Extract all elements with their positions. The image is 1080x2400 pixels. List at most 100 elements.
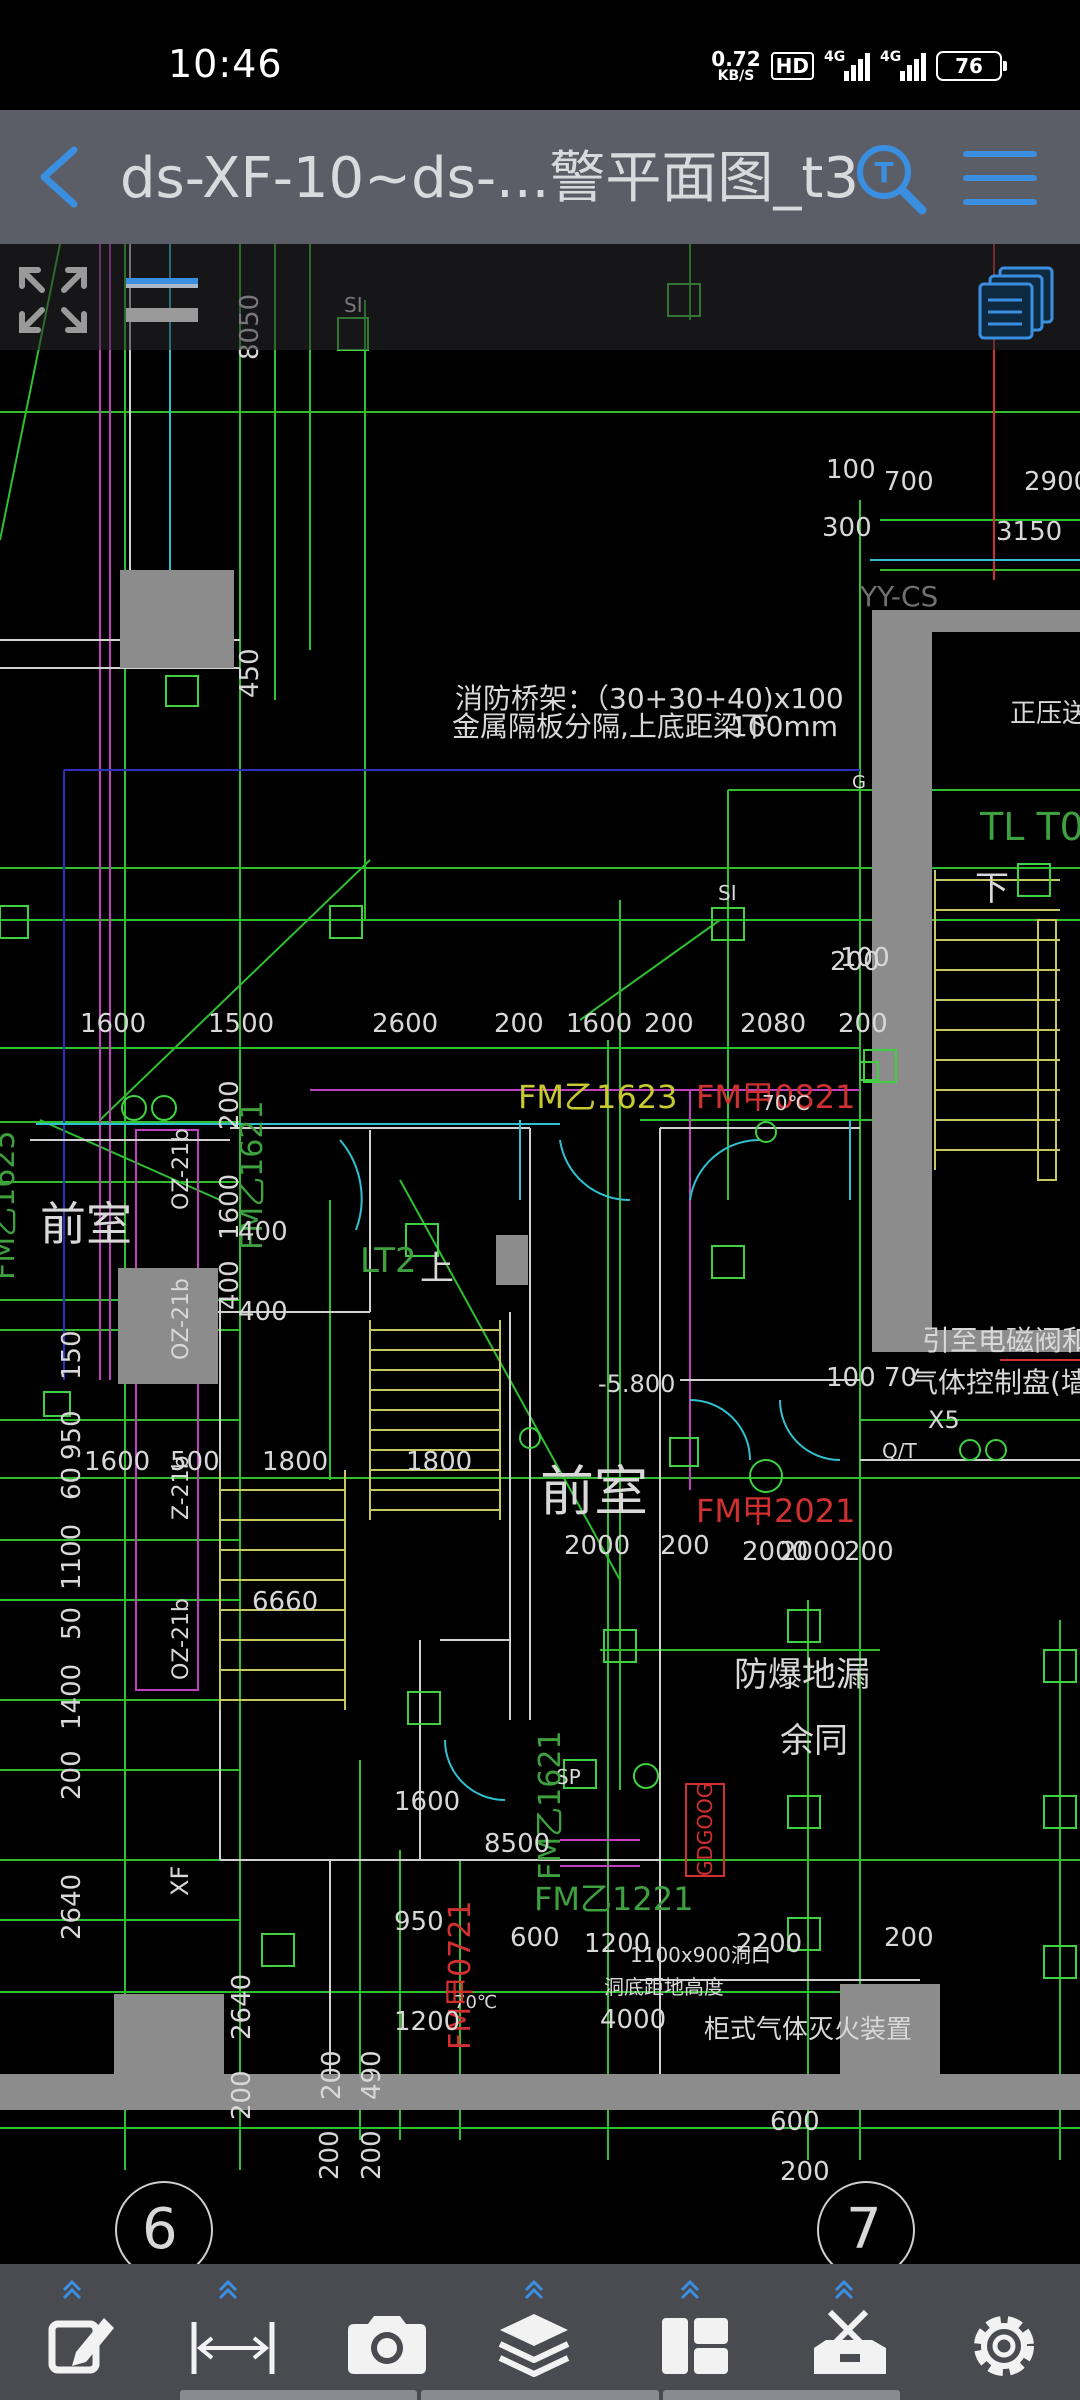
door-fmz1623: FM乙1623 (518, 1078, 677, 1116)
dimension-label: 2900 (1024, 467, 1080, 497)
dimension-label: 100 (826, 455, 876, 485)
layers-button[interactable] (480, 2264, 600, 2400)
explosion-drain-line1: 防爆地漏 (734, 1655, 870, 1695)
dimension-label: 2000 (780, 1537, 846, 1567)
layout-panels-button[interactable] (636, 2264, 756, 2400)
down-label: 下 (975, 869, 1009, 909)
dimension-label: 200 (227, 2070, 257, 2120)
layers-icon (498, 2279, 570, 2377)
dimension-label: 200 (844, 1537, 894, 1567)
dimension-label: 1800 (262, 1447, 328, 1477)
camera-button[interactable] (326, 2264, 446, 2400)
door-fmz1625: FM乙1625 (0, 1131, 22, 1281)
hole-label-line2: 洞底距地高度 (604, 1975, 724, 1999)
lt2-label: LT2 (360, 1241, 417, 1281)
temp-label-bottom: 70℃ (454, 1992, 497, 2013)
gdg-label: GDGOOG (693, 1783, 717, 1876)
dimension-label: 200 (830, 947, 880, 977)
dimension-label: 200 (317, 2050, 347, 2100)
dimension-label: 1200 (584, 1929, 650, 1959)
hamburger-menu-icon (963, 151, 1037, 205)
anteroom-left: 前室 (40, 1197, 132, 1251)
dimension-label: 2080 (740, 1009, 806, 1039)
dimension-label: 200 (780, 2157, 830, 2187)
xf-label: XF (166, 1866, 194, 1896)
layer-toggle-icon (126, 278, 198, 322)
dimension-label: 1600 (84, 1447, 150, 1477)
back-button[interactable] (28, 140, 98, 214)
network-speed: 0.72 KB/S (711, 49, 760, 83)
signal-2-label: 4G (880, 49, 902, 65)
explosion-drain-line2: 余同 (780, 1721, 848, 1761)
gas-cabinet-label: 柜式气体灭火装置 (704, 2015, 912, 2045)
edit-annotate-button[interactable] (18, 2264, 138, 2400)
dimension-label: 70 (884, 1363, 917, 1393)
dimension-label: 450 (235, 648, 265, 698)
si-label-2: SI (718, 881, 737, 905)
dimension-label: 490 (357, 2050, 387, 2100)
tray-label-line2: 金属隔板分隔,上底距梁下 (452, 710, 769, 743)
net-speed-unit: KB/S (717, 68, 755, 84)
dimension-label: 400 (215, 1260, 245, 1310)
dimension-label: 600 (510, 1923, 560, 1953)
dimension-label: 600 (770, 2107, 820, 2137)
cad-drawing-canvas[interactable]: 消防桥架：（30+30+40)x100 金属隔板分隔,上底距梁下 100mm Y… (0, 244, 1080, 2264)
menu-button[interactable] (962, 146, 1038, 210)
dimension-label: 2000 (742, 1537, 808, 1567)
sheets-button[interactable] (976, 260, 1064, 342)
dimension-label: 50 (57, 1607, 87, 1640)
svg-text:T: T (874, 156, 893, 189)
layer-toggle-button[interactable] (122, 268, 202, 328)
fullscreen-expand-icon (19, 267, 87, 333)
dimension-label: 1600 (80, 1009, 146, 1039)
chevron-left-icon (40, 146, 78, 208)
tools-toolbox-button[interactable] (790, 2264, 910, 2400)
dimension-label: 200 (884, 1923, 934, 1953)
dimension-label: 2200 (736, 1929, 802, 1959)
dimension-label: 3150 (996, 517, 1062, 547)
app-bar: ds-XF-10~ds-...警平面图_t3 T (0, 110, 1080, 244)
hd-voice-icon: HD (770, 52, 814, 80)
fullscreen-button[interactable] (16, 264, 90, 336)
dimension-label: 1600 (394, 1787, 460, 1817)
dimension-label: 2000 (564, 1531, 630, 1561)
camera-icon (348, 2316, 426, 2374)
status-indicators: 0.72 KB/S HD 4G 4G 76 (711, 46, 1007, 86)
dimension-label: 950 (57, 1410, 87, 1460)
status-time: 10:46 (168, 42, 283, 86)
dimension-label: 400 (238, 1217, 288, 1247)
edit-annotate-icon (48, 2279, 114, 2374)
elevator-label: YY-CS (859, 580, 938, 613)
gas-panel-line2: 气体控制盘(墙 (910, 1366, 1080, 1399)
text-search-button[interactable]: T (850, 138, 930, 218)
dimension-label: 6660 (252, 1587, 318, 1617)
battery-icon: 76 (936, 51, 1007, 81)
measure-distance-icon (191, 2279, 275, 2374)
dimension-labels: 1007002900300315016001500260020016002002… (57, 294, 1080, 2187)
door-fmj2021: FM甲2021 (696, 1492, 855, 1530)
sp-label: SP (556, 1765, 581, 1789)
dimension-label: 1400 (57, 1664, 87, 1730)
oz-label-2: OZ-21b (169, 1278, 194, 1360)
layout-panels-icon (662, 2279, 728, 2374)
door-fmz1621-left: FM乙1621 (235, 1101, 270, 1251)
cad-drawing: 消防桥架：（30+30+40)x100 金属隔板分隔,上底距梁下 100mm Y… (0, 244, 1080, 2264)
dimension-label: 200 (315, 2130, 345, 2180)
dimension-label: 200 (357, 2130, 387, 2180)
tray-label-line1: 消防桥架：（30+30+40)x100 (455, 682, 844, 715)
tools-toolbox-icon (814, 2279, 886, 2374)
tl-label: TL T0 (979, 805, 1080, 849)
dimension-label: 4000 (600, 2005, 666, 2035)
dimension-label: 500 (170, 1447, 220, 1477)
pressure-duct-label: 正压送风 (1010, 699, 1080, 729)
dimension-label: 200 (838, 1009, 888, 1039)
dimension-label: 200 (644, 1009, 694, 1039)
dimension-label: 1600 (215, 1174, 245, 1240)
measure-distance-button[interactable] (174, 2264, 294, 2400)
settings-button[interactable] (944, 2264, 1064, 2400)
signal-1-label: 4G (824, 49, 846, 65)
sheets-stack-icon (978, 266, 1054, 340)
door-fmz1621-vert: FM乙1621 (533, 1731, 568, 1881)
dimension-label: 950 (394, 1907, 444, 1937)
level-label: -5.800 (598, 1370, 675, 1398)
